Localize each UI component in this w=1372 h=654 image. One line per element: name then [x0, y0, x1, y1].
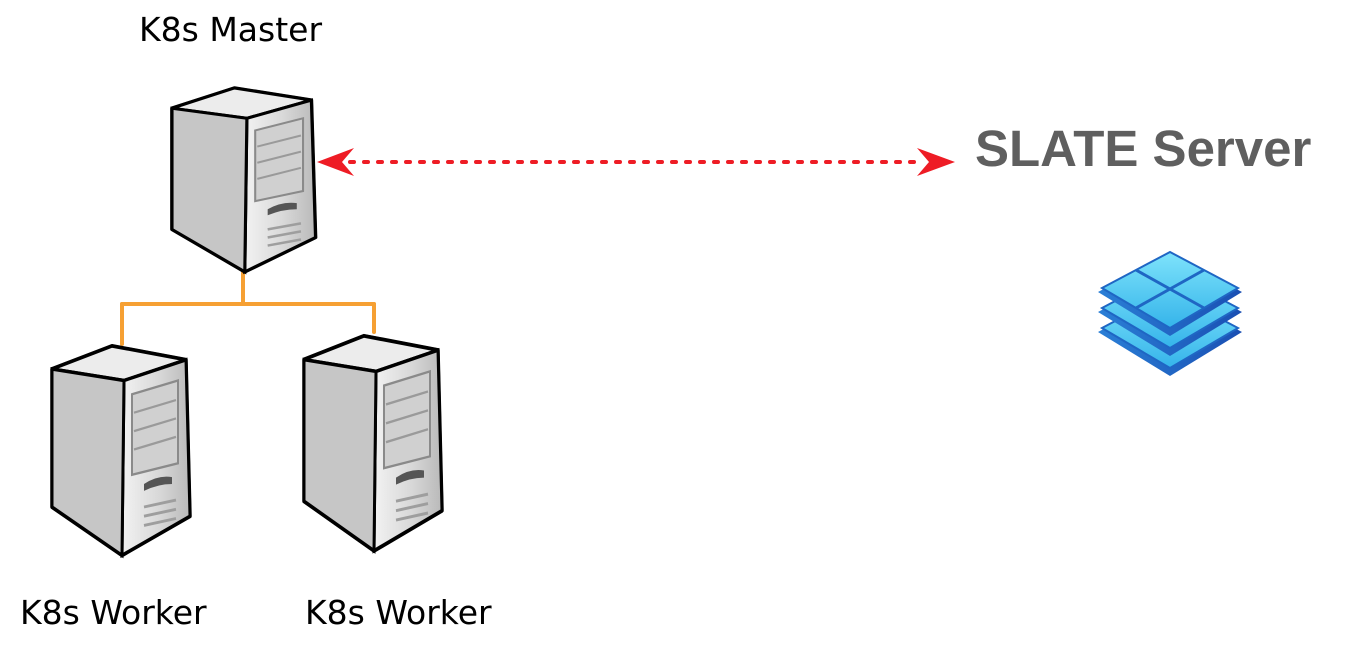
worker-server-icon-1 [52, 346, 190, 555]
arrowhead-left-icon [317, 148, 354, 176]
master-server-icon [170, 86, 318, 274]
slate-server-title: SLATE Server [975, 120, 1312, 177]
dotted-link [317, 148, 955, 176]
worker-label-2: K8s Worker [305, 593, 492, 632]
worker-label-1: K8s Worker [20, 593, 207, 632]
connection-tree [120, 268, 376, 346]
worker-server-icon-2 [304, 336, 442, 551]
arrowhead-right-icon [917, 148, 955, 176]
master-label: K8s Master [139, 10, 323, 49]
stacked-layers-icon [1098, 250, 1242, 376]
